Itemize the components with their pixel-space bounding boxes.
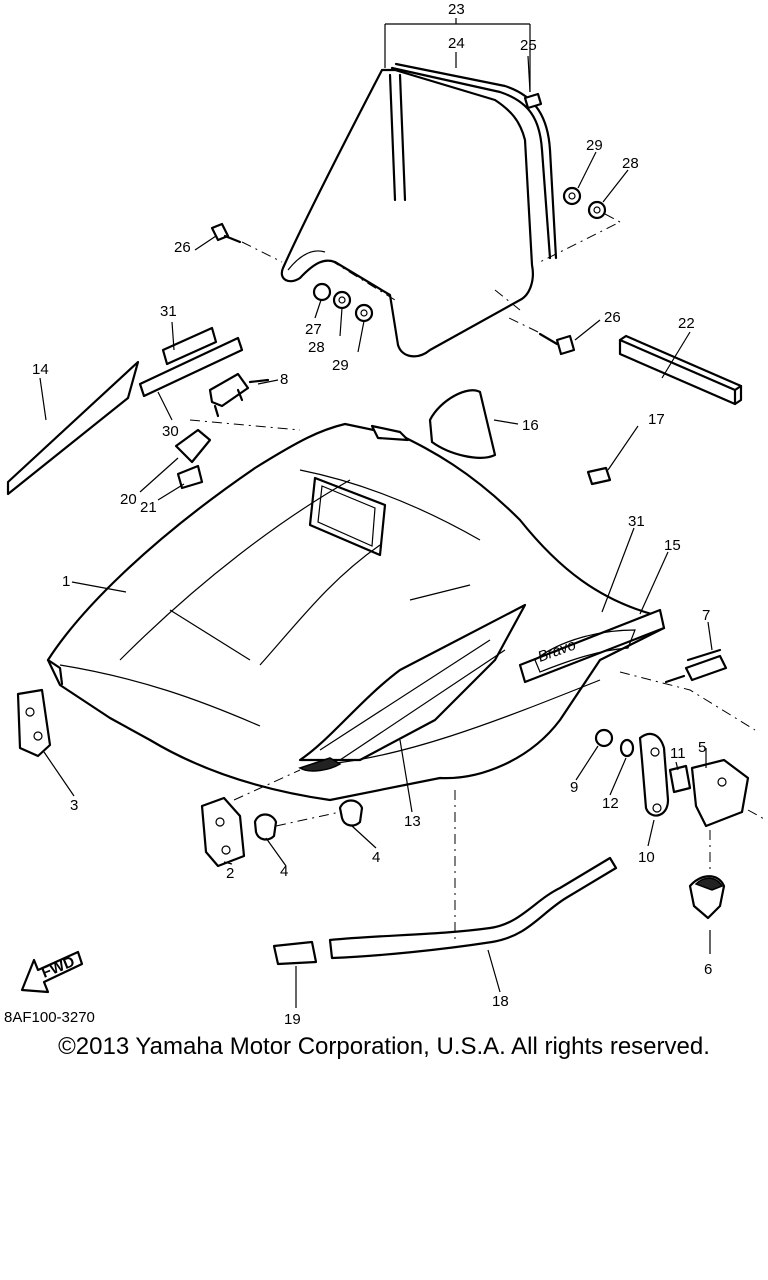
callout-19: 19: [284, 1011, 301, 1028]
spacer-11: [668, 764, 692, 794]
washer-12: [619, 738, 635, 758]
side-decal-part: [6, 360, 140, 496]
callout-3: 3: [70, 797, 78, 814]
parts-diagram: Bravo: [4, 1, 767, 1028]
bracket-5: [690, 758, 767, 870]
callout-30: 30: [162, 423, 179, 440]
callout-15: 15: [664, 537, 681, 554]
callout-18: 18: [492, 993, 509, 1010]
callout-26-right: 26: [604, 309, 621, 326]
callout-23: 23: [448, 1, 465, 18]
bushing-left: [253, 813, 278, 841]
washer-nut-stack: [312, 282, 374, 323]
copyright-notice: ©2013 Yamaha Motor Corporation, U.S.A. A…: [58, 1033, 710, 1060]
pad-19: [272, 940, 318, 966]
rubber-strip-part: [618, 334, 743, 406]
bracket-part: [208, 372, 270, 418]
windshield-part: [280, 62, 558, 358]
callout-4-right: 4: [372, 849, 380, 866]
callout-14: 14: [32, 361, 49, 378]
callout-28-lower: 28: [308, 339, 325, 356]
callout-4-left: 4: [280, 863, 288, 880]
callout-21: 21: [140, 499, 157, 516]
callout-8: 8: [280, 371, 288, 388]
callout-12: 12: [602, 795, 619, 812]
fwd-arrow-icon: FWD: [20, 950, 84, 994]
callout-22: 22: [678, 315, 695, 332]
callout-1: 1: [62, 573, 70, 590]
screw-upper-left: [210, 222, 283, 263]
callout-28-upper: 28: [622, 155, 639, 172]
drawing-code: 8AF100-3270: [4, 1009, 95, 1026]
callout-31-right: 31: [628, 513, 645, 530]
nut-washer-upper-right: [539, 186, 622, 263]
clip-part: [523, 92, 543, 110]
latch-bracket-center: [200, 769, 301, 868]
callout-27: 27: [305, 321, 322, 338]
fwd-label: FWD: [39, 953, 77, 982]
callout-5: 5: [698, 739, 706, 756]
callout-11: 11: [670, 745, 686, 762]
shield-part: [428, 389, 497, 459]
knob-part: [619, 648, 756, 731]
bushing-right: [275, 799, 364, 827]
callout-24: 24: [448, 35, 465, 52]
callout-20: 20: [120, 491, 137, 508]
emblem-left: [138, 326, 244, 398]
pad-part: [174, 428, 212, 490]
callout-25: 25: [520, 37, 537, 54]
cable-part: [328, 790, 618, 960]
callout-7: 7: [702, 607, 710, 624]
callout-26-left: 26: [174, 239, 191, 256]
callout-9: 9: [570, 779, 578, 796]
callout-29-upper: 29: [586, 137, 603, 154]
leader-lines: [39, 18, 713, 1008]
callout-31-left: 31: [160, 303, 177, 320]
screw-right: [504, 315, 576, 356]
label-part: [586, 466, 612, 486]
callout-13: 13: [404, 813, 421, 830]
latch-knob-6: [688, 875, 726, 920]
callout-29-lower: 29: [332, 357, 349, 374]
callout-10: 10: [638, 849, 655, 866]
callout-2: 2: [226, 865, 234, 882]
callout-6: 6: [704, 961, 712, 978]
callout-17: 17: [648, 411, 665, 428]
collar-9: [594, 728, 614, 748]
callout-16: 16: [522, 417, 539, 434]
hood-part: Bravo: [46, 419, 666, 802]
latch-bracket-left: [16, 688, 52, 758]
lever-10: [638, 732, 670, 817]
callout-labels: 23 24 25 29 28 26 31 26 22 27 28 29 8 14…: [4, 1, 712, 1028]
